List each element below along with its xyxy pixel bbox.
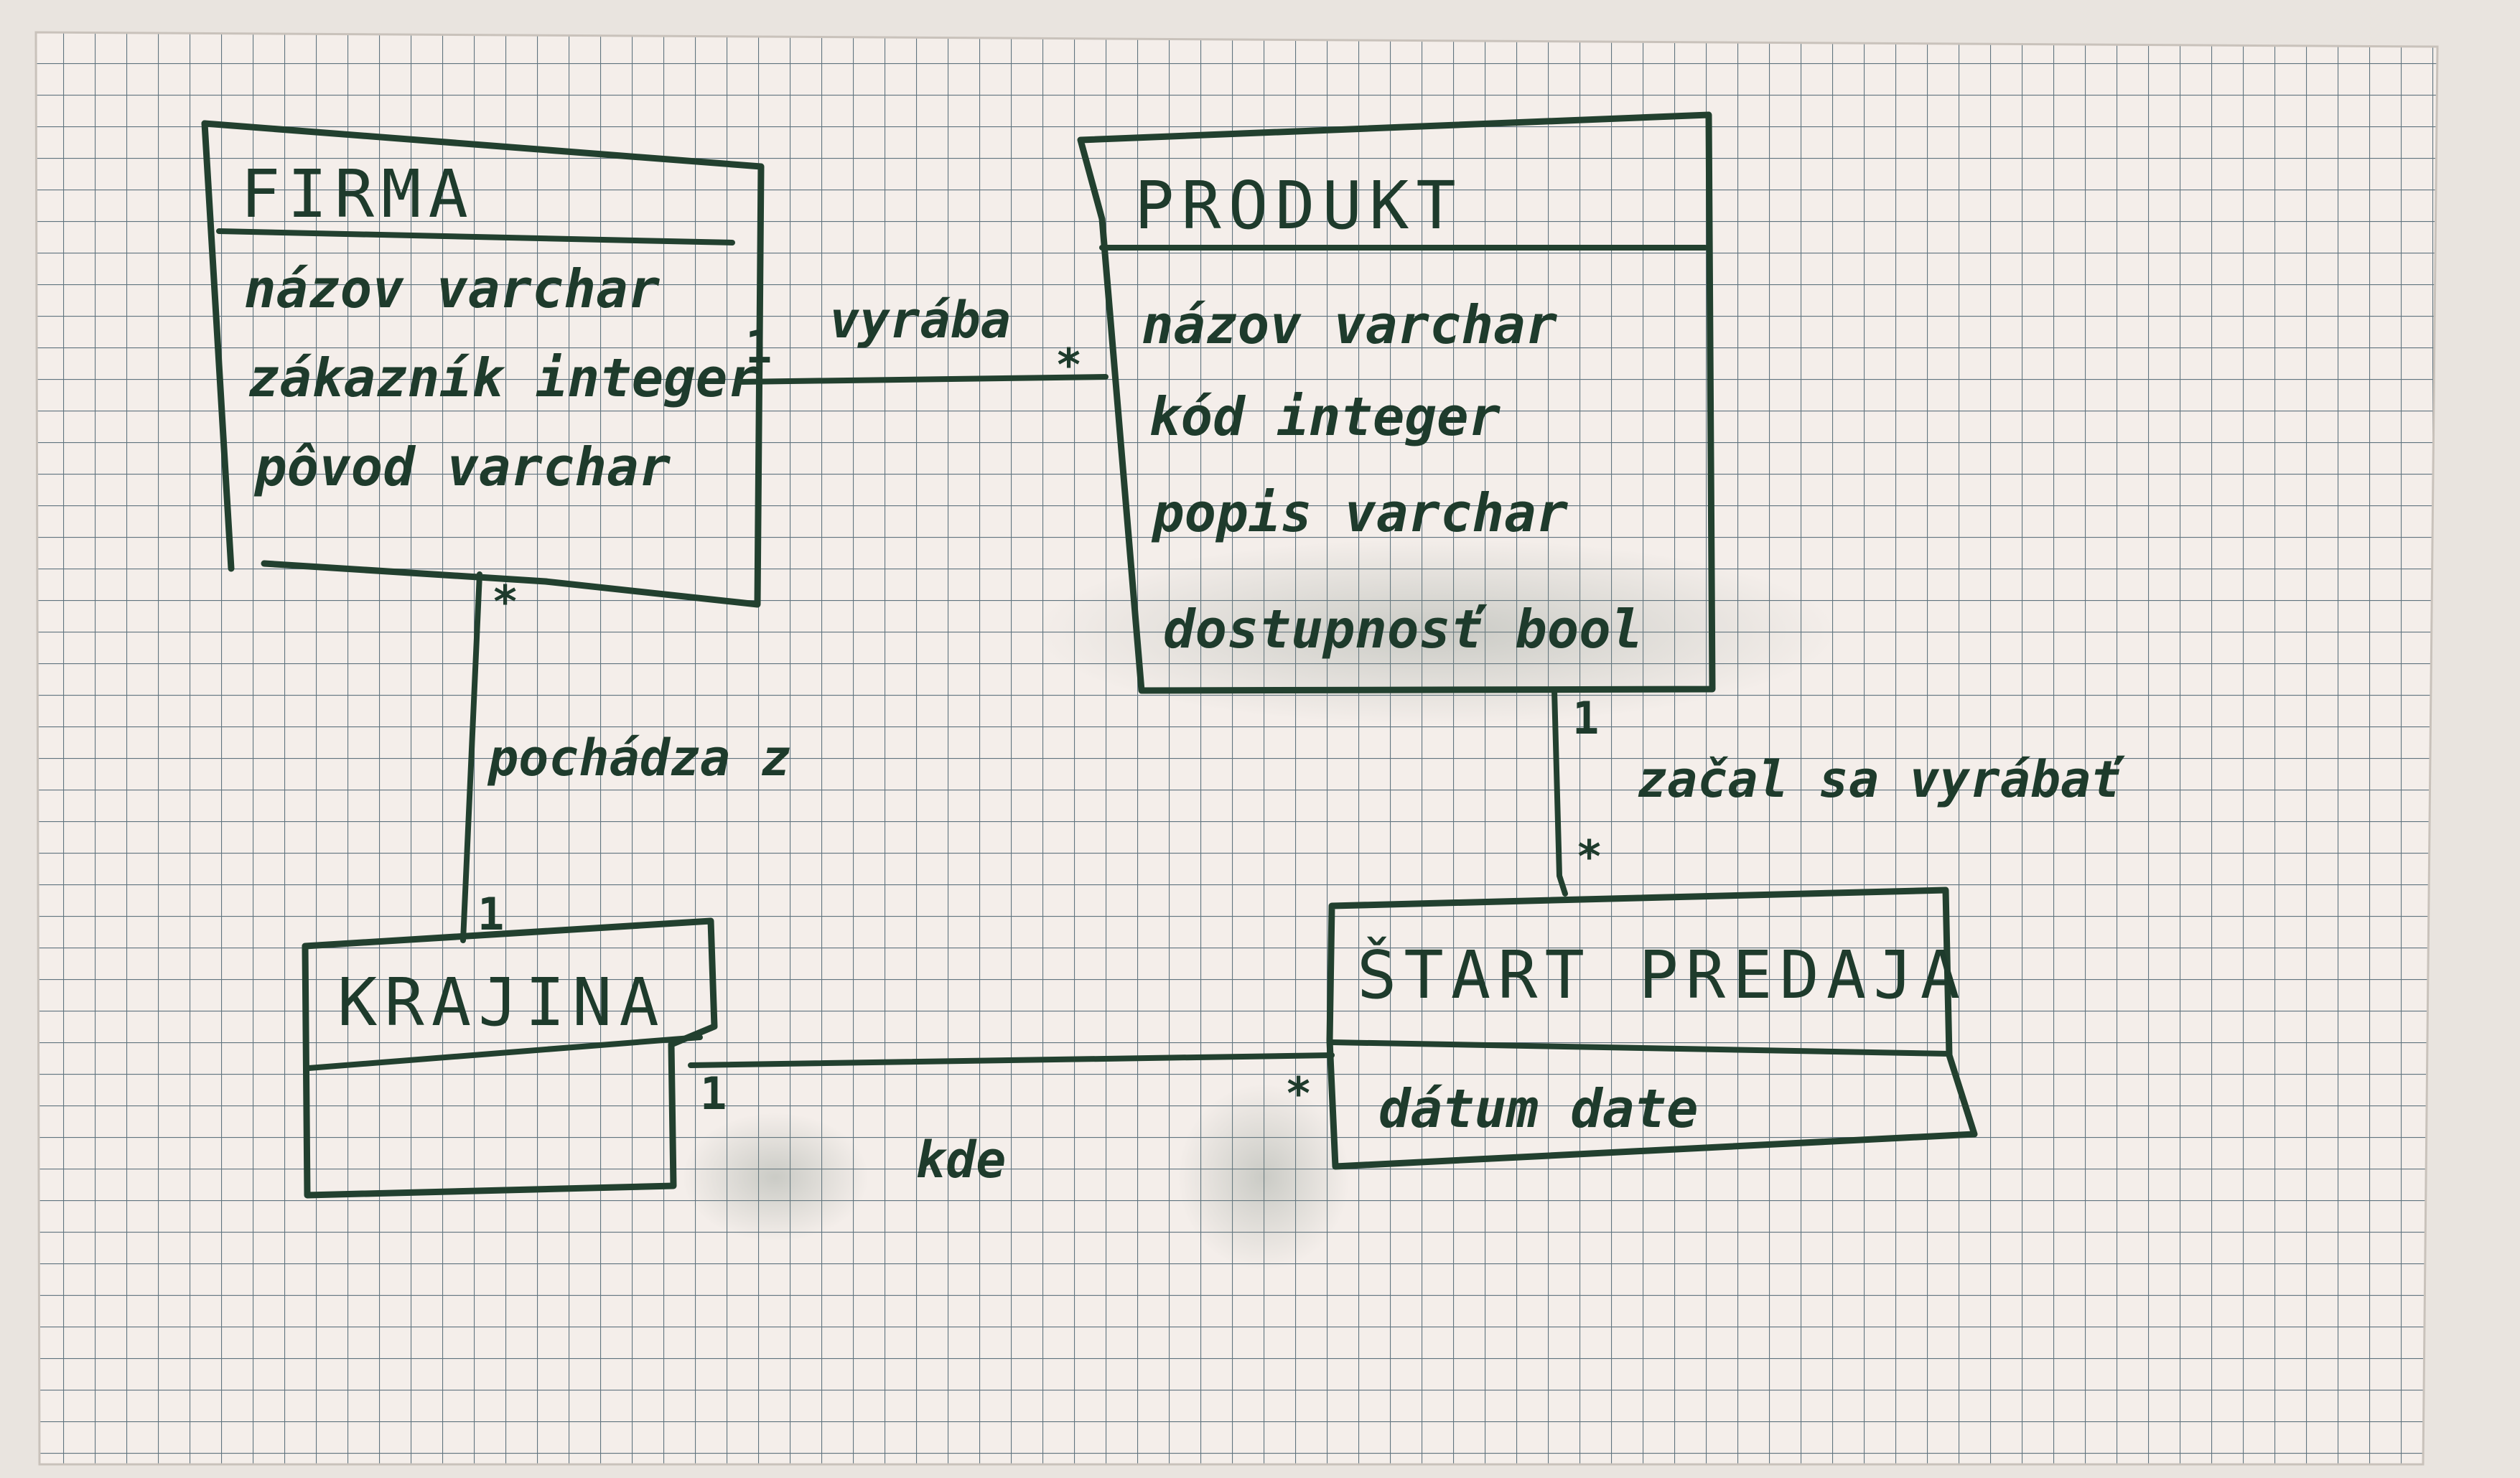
class-start-predaja-name: ŠTART PREDAJA <box>1357 935 1967 1014</box>
class-start-predaja-attribute: dátum date <box>1378 1078 1699 1140</box>
multiplicity-krajina-side: 1 <box>477 888 504 940</box>
multiplicity-firma-side: * <box>492 576 518 628</box>
class-produkt-attribute: dostupnosť bool <box>1163 599 1643 660</box>
association-label: kde <box>915 1131 1006 1189</box>
class-firma: FIRMA názov varchar zákazník integer pôv… <box>201 120 765 608</box>
association-label: vyrába <box>829 291 1011 350</box>
class-produkt: PRODUKT názov varchar kód integer popis … <box>1077 111 1716 694</box>
paper-sheet <box>34 31 2439 1466</box>
association-firma-produkt: 1 * vyrába <box>737 291 1109 391</box>
association-label: pochádza z <box>487 729 790 787</box>
association-produkt-start-predaja: 1 * začal sa vyrábať <box>1551 688 2125 897</box>
class-firma-attribute: názov varchar <box>244 258 661 320</box>
class-start-predaja: ŠTART PREDAJA dátum date <box>1326 887 1978 1170</box>
association-label: začal sa vyrábať <box>1637 750 2125 809</box>
multiplicity-firma-side: 1 <box>745 321 772 373</box>
eraser-smudges <box>682 538 1838 1271</box>
association-krajina-start-predaja: 1 * kde <box>688 1052 1335 1189</box>
multiplicity-krajina-side: 1 <box>700 1067 727 1120</box>
class-firma-attribute: zákazník integer <box>248 347 760 409</box>
multiplicity-produkt-side: * <box>1055 339 1082 391</box>
association-firma-krajina: * 1 pochádza z <box>460 571 790 943</box>
class-firma-name: FIRMA <box>241 156 475 233</box>
class-produkt-attribute: kód integer <box>1149 386 1501 448</box>
multiplicity-start-side: * <box>1285 1067 1312 1120</box>
multiplicity-start-side: * <box>1576 831 1602 883</box>
class-firma-attribute: pôvod varchar <box>253 436 671 498</box>
class-produkt-attribute: názov varchar <box>1142 294 1558 356</box>
class-krajina-name: KRAJINA <box>337 964 666 1041</box>
class-produkt-attribute: popis varchar <box>1151 482 1569 544</box>
class-krajina: KRAJINA <box>302 917 718 1199</box>
multiplicity-produkt-side: 1 <box>1572 692 1599 744</box>
class-produkt-name: PRODUKT <box>1134 167 1463 244</box>
